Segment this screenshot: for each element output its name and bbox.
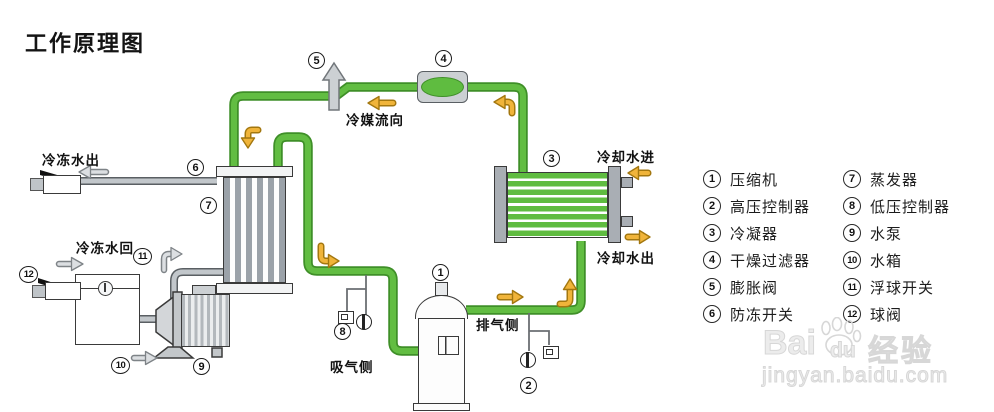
callout-lp-controller: 8 [334,323,351,340]
legend-num: 3 [703,224,721,242]
compressor-base [413,403,470,411]
label-refrigerant-flow: 冷媒流向 [346,113,404,128]
legend-num: 11 [843,278,861,296]
label-cooling-water-out: 冷却水出 [597,251,655,266]
yellow-flow-arrows [240,94,652,308]
cooling-water-inlet-stub [621,177,633,188]
callout-expansion-valve: 5 [308,52,325,69]
label-chilled-water-return: 冷冻水回 [76,241,134,256]
callout-hp-controller: 2 [520,377,537,394]
legend-label: 防冻开关 [730,306,795,324]
watermark-suffix: 经验 [868,335,934,369]
legend-num: 5 [703,278,721,296]
compressor-terminal-box [438,336,459,355]
condenser-left-plate [494,166,507,243]
condenser-right-plate [608,166,621,243]
legend-item-tank: 10 水箱 [843,249,902,271]
legend-label: 浮球开关 [870,279,935,297]
watermark-brand-right: du [830,339,857,363]
evaporator-top-header [216,166,293,177]
legend-item-hp-controller: 2 高压控制器 [703,195,810,217]
legend-item-filter-drier: 4 干燥过滤器 [703,249,810,271]
legend-label: 低压控制器 [870,198,951,216]
legend-item-pump: 9 水泵 [843,222,902,244]
legend-num: 1 [703,170,721,188]
legend-num: 8 [843,197,861,215]
legend-item-compressor: 1 压缩机 [703,168,778,190]
legend-label: 水泵 [870,225,903,243]
legend-item-lp-controller: 8 低压控制器 [843,195,950,217]
legend-item-condenser: 3 冷凝器 [703,222,778,244]
ball-valve-top [43,175,81,194]
legend-item-float-switch: 11 浮球开关 [843,276,934,298]
legend-label: 水箱 [870,252,903,270]
gray-flow-arrows [55,164,183,366]
callout-tank: 10 [111,357,130,374]
legend-label: 冷凝器 [730,225,779,243]
compressor [418,318,465,404]
condenser [507,172,608,238]
legend-num: 2 [703,197,721,215]
label-cooling-water-in: 冷却水进 [597,150,655,165]
legend-item-antifreeze-switch: 6 防冻开关 [703,303,794,325]
high-pressure-controller [543,346,559,359]
filter-drier-lens [421,77,464,97]
legend-label: 蒸发器 [870,171,919,189]
legend-num: 9 [843,224,861,242]
pump-parts [151,291,223,359]
label-discharge-side: 排气侧 [476,318,520,333]
low-pressure-controller [338,311,354,324]
low-pressure-gauge [356,314,372,330]
compressor-cap [435,282,448,296]
evaporator-bottom-header [216,283,293,294]
legend-label: 球阀 [870,306,903,324]
expansion-valve-arrow [321,61,347,111]
label-chilled-water-out: 冷冻水出 [42,153,100,168]
legend-num: 7 [843,170,861,188]
legend-num: 6 [703,305,721,323]
water-pump [181,294,230,347]
cooling-water-outlet-stub [621,216,633,227]
callout-pump: 9 [193,358,210,375]
legend-label: 膨胀阀 [730,279,779,297]
watermark-url: jingyan.baidu.com [761,364,949,388]
legend-label: 压缩机 [730,171,779,189]
callout-condenser: 3 [543,150,560,167]
callout-filter-drier: 4 [435,50,452,67]
legend-item-evaporator: 7 蒸发器 [843,168,918,190]
legend-label: 干燥过滤器 [730,252,811,270]
page-title: 工作原理图 [25,31,146,56]
callout-ball-valve: 12 [19,266,38,283]
legend-num: 10 [843,251,861,269]
evaporator [223,177,286,283]
pump-foot-left [151,346,196,359]
label-suction-side: 吸气侧 [330,360,374,375]
callout-float-switch: 11 [133,248,152,265]
baidu-paw-icon [821,317,862,356]
callout-evaporator: 7 [200,197,217,214]
water-pump-top-box [192,285,216,295]
callout-antifreeze-switch: 6 [187,159,204,176]
legend-num: 4 [703,251,721,269]
watermark-brand-left: Bai [763,324,817,363]
legend-label: 高压控制器 [730,198,811,216]
ball-valve-bottom [45,282,81,300]
high-pressure-gauge [520,352,536,368]
refrigerant-pipes [229,82,586,356]
legend-item-expansion-valve: 5 膨胀阀 [703,276,778,298]
pump-foot-right [211,347,223,358]
callout-compressor: 1 [432,264,449,281]
float-ball [98,281,113,296]
